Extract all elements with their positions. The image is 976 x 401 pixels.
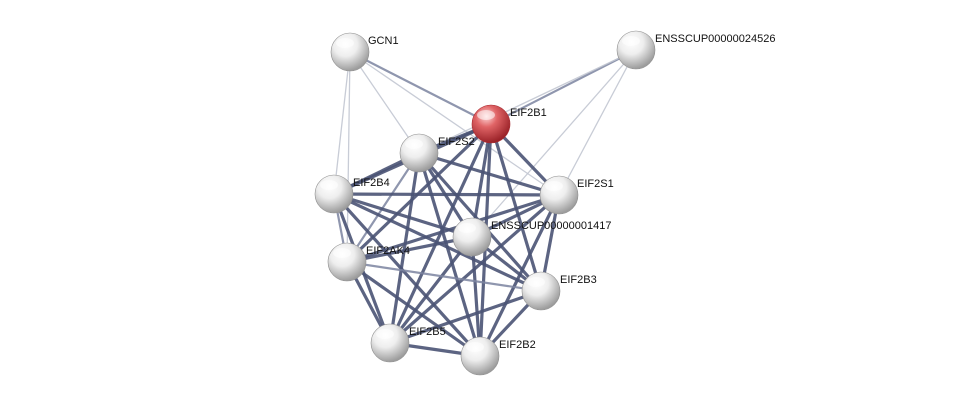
node-highlight xyxy=(477,110,495,120)
node-highlight xyxy=(336,38,354,48)
edge-gcn1-eif2b1[interactable] xyxy=(348,50,493,126)
node-highlight xyxy=(376,329,394,339)
node-eif2b2[interactable]: EIF2B2 xyxy=(460,336,536,376)
node-label-eif2s1: EIF2S1 xyxy=(577,178,614,190)
node-circle-eif2ak4[interactable] xyxy=(327,242,367,282)
node-eif2b1[interactable]: EIF2B1 xyxy=(471,104,547,144)
node-label-eif2ak4: EIF2AK4 xyxy=(366,245,410,257)
node-gcn1[interactable]: GCN1 xyxy=(330,32,399,72)
edge-ensscup00000001417-eif2b2[interactable] xyxy=(470,235,482,358)
edge-ensscup00000001417-eif2ak4[interactable] xyxy=(345,235,474,264)
node-circle-ensscup00000024526[interactable] xyxy=(616,30,656,70)
edge-ensscup00000024526-eif2b1[interactable] xyxy=(489,48,638,126)
node-label-eif2b3: EIF2B3 xyxy=(560,274,597,286)
node-circle-eif2b2[interactable] xyxy=(460,336,500,376)
edge-eif2b4-eif2s1[interactable] xyxy=(332,192,561,197)
edge-eif2s2-eif2b2[interactable] xyxy=(417,151,482,358)
node-label-eif2b1: EIF2B1 xyxy=(510,107,547,119)
node-highlight xyxy=(333,248,351,258)
node-highlight xyxy=(622,36,640,46)
node-layer: GCN1 ENSSCUP00000024526EIF2B1EIF2S2EIF2B4… xyxy=(314,30,775,376)
edge-gcn1-eif2b4[interactable] xyxy=(333,51,351,195)
node-eif2b5[interactable]: EIF2B5 xyxy=(370,323,446,363)
edge-ensscup00000001417-eif2b5[interactable] xyxy=(388,235,474,345)
node-circle-eif2b5[interactable] xyxy=(370,323,410,363)
node-circle-ensscup00000001417[interactable] xyxy=(452,217,492,257)
node-label-ensscup00000001417: ENSSCUP00000001417 xyxy=(491,220,611,232)
edge-eif2ak4-eif2b3[interactable] xyxy=(345,260,543,293)
edge-ensscup00000024526-eif2s1[interactable] xyxy=(558,49,637,196)
edge-ensscup00000024526-ensscup00000001417[interactable] xyxy=(471,49,637,238)
edge-eif2s1-eif2ak4[interactable] xyxy=(345,193,561,264)
node-ensscup00000024526[interactable]: ENSSCUP00000024526 xyxy=(616,30,775,70)
edge-eif2s2-eif2ak4[interactable] xyxy=(345,151,421,264)
node-circle-eif2b1[interactable] xyxy=(471,104,511,144)
edge-eif2b3-eif2b5[interactable] xyxy=(388,289,543,345)
edge-gcn1-eif2s2[interactable] xyxy=(349,51,420,154)
node-label-eif2b4: EIF2B4 xyxy=(353,177,390,189)
node-highlight xyxy=(458,223,476,233)
node-eif2b4[interactable]: EIF2B4 xyxy=(314,174,390,214)
node-label-eif2s2: EIF2S2 xyxy=(438,136,475,148)
node-highlight xyxy=(466,342,484,352)
edge-layer xyxy=(332,48,638,358)
edge-eif2s2-eif2b5[interactable] xyxy=(388,151,421,345)
node-highlight xyxy=(545,181,563,191)
node-circle-eif2b3[interactable] xyxy=(521,271,561,311)
node-eif2ak4[interactable]: EIF2AK4 xyxy=(327,242,410,282)
node-eif2s2[interactable]: EIF2S2 xyxy=(399,133,475,173)
node-label-gcn1: GCN1 xyxy=(368,35,399,47)
node-circle-eif2s2[interactable] xyxy=(399,133,439,173)
edge-gcn1-eif2s1[interactable] xyxy=(349,51,560,196)
node-eif2s1[interactable]: EIF2S1 xyxy=(539,175,614,215)
node-highlight xyxy=(527,277,545,287)
node-label-ensscup00000024526: ENSSCUP00000024526 xyxy=(655,33,775,45)
edge-eif2b4-eif2b2[interactable] xyxy=(332,192,482,358)
node-circle-eif2b4[interactable] xyxy=(314,174,354,214)
node-circle-gcn1[interactable] xyxy=(330,32,370,72)
node-circle-eif2s1[interactable] xyxy=(539,175,579,215)
node-ensscup00000001417[interactable]: ENSSCUP00000001417 xyxy=(452,217,611,257)
node-label-eif2b5: EIF2B5 xyxy=(409,326,446,338)
node-highlight xyxy=(405,139,423,149)
edge-ensscup00000024526-eif2s2[interactable] xyxy=(418,49,637,154)
node-label-eif2b2: EIF2B2 xyxy=(499,339,536,351)
node-highlight xyxy=(320,180,338,190)
node-eif2b3[interactable]: EIF2B3 xyxy=(521,271,597,311)
edge-eif2s2-eif2s1[interactable] xyxy=(417,151,561,197)
edge-eif2ak4-eif2b2[interactable] xyxy=(345,260,482,358)
